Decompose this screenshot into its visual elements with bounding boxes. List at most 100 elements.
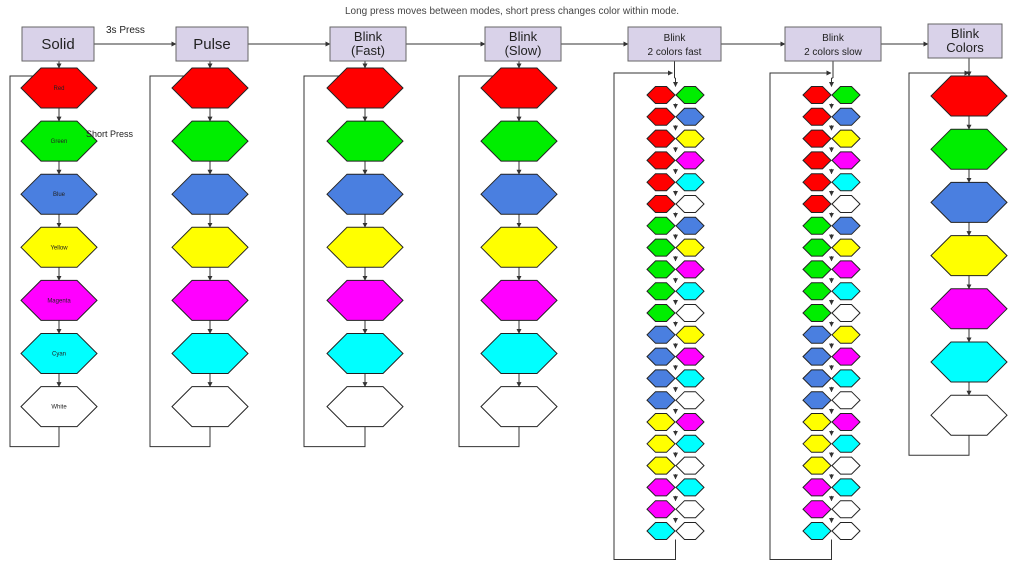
pair-hex-blink-2-fast-cyan — [675, 478, 705, 497]
loop-back-line-blink-2-fast — [613, 70, 676, 560]
color-hex-solid-blue — [20, 173, 98, 215]
pair-hex-blink-2-fast-cyan — [646, 522, 676, 540]
pair-hex-blink-2-slow-green — [802, 216, 832, 235]
color-label-red: Red — [53, 86, 64, 92]
color-hex-blink-fast-magenta — [326, 279, 404, 321]
color-hex-blink-fast-green — [326, 120, 404, 162]
mode-label-blink-colors-2: Colors — [946, 40, 984, 55]
pair-hex-blink-2-slow-red — [802, 129, 832, 148]
pair-hex-blink-2-fast-yellow — [646, 456, 676, 475]
short-press-label: Short Press — [86, 129, 134, 139]
pair-hex-blink-2-slow-green — [831, 86, 861, 104]
pair-hex-blink-2-fast-red — [646, 129, 676, 148]
pair-hex-blink-2-fast-blue — [646, 325, 676, 344]
pair-hex-blink-2-fast-white — [675, 522, 705, 540]
mode-box-blink-2-fast — [627, 26, 722, 62]
color-hex-blink-slow-white — [480, 386, 558, 428]
pair-hex-blink-2-slow-white — [831, 522, 861, 540]
pair-hex-blink-2-slow-white — [831, 195, 861, 213]
mode-box-blink-fast — [329, 26, 407, 62]
pair-hex-blink-2-slow-cyan — [802, 522, 832, 540]
pair-hex-blink-2-fast-red — [646, 86, 676, 104]
mode-label-blink-slow-1: Blink — [509, 29, 538, 44]
pair-hex-blink-2-fast-green — [646, 238, 676, 257]
mode-label-blink-slow-2: (Slow) — [505, 43, 542, 58]
pair-hex-blink-2-fast-cyan — [675, 282, 705, 301]
diagram-title: Long press moves between modes, short pr… — [345, 6, 679, 17]
pair-hex-blink-2-slow-yellow — [802, 456, 832, 475]
pair-hex-blink-2-fast-green — [646, 216, 676, 235]
color-hex-solid-red — [20, 67, 98, 109]
color-hex-pulse-cyan — [171, 333, 249, 374]
loop-back-line-pulse — [149, 73, 211, 448]
mode-label-blink-2-fast-1: Blink — [664, 33, 687, 44]
color-hex-blink-slow-magenta — [480, 279, 558, 321]
pair-hex-blink-2-fast-green — [675, 86, 705, 104]
pair-hex-blink-2-slow-green — [802, 282, 832, 301]
pair-hex-blink-2-slow-blue — [802, 347, 832, 366]
pair-hex-blink-2-fast-blue — [675, 216, 705, 235]
pair-hex-blink-2-slow-cyan — [831, 173, 861, 192]
loop-back-line-blink-fast — [303, 73, 366, 448]
color-hex-blink-fast-blue — [326, 173, 404, 215]
pair-hex-blink-2-slow-red — [802, 195, 832, 213]
mode-label-pulse: Pulse — [193, 36, 231, 53]
color-label-magenta: Magenta — [47, 298, 71, 304]
color-hex-pulse-white — [171, 386, 249, 428]
pair-hex-blink-2-fast-yellow — [646, 434, 676, 453]
pair-hex-blink-2-fast-white — [675, 500, 705, 519]
pair-hex-blink-2-slow-blue — [802, 325, 832, 344]
pair-hex-blink-2-fast-blue — [646, 391, 676, 410]
mode-label-blink-fast-2: (Fast) — [351, 43, 385, 58]
color-label-blue: Blue — [53, 192, 66, 198]
color-hex-pulse-yellow — [171, 226, 249, 268]
pair-hex-blink-2-slow-yellow — [831, 238, 861, 257]
pair-hex-blink-2-slow-green — [802, 238, 832, 257]
pair-hex-blink-2-slow-white — [831, 456, 861, 475]
pair-hex-blink-2-slow-magenta — [802, 478, 832, 497]
color-hex-blink-slow-yellow — [480, 226, 558, 268]
color-label-white: White — [51, 405, 67, 411]
loop-back-line-blink-colors — [908, 70, 970, 456]
pair-hex-blink-2-fast-magenta — [675, 413, 705, 431]
color-hex-blink-fast-white — [326, 386, 404, 428]
pair-hex-blink-2-fast-red — [646, 195, 676, 213]
mode-label-blink-2-slow-2: 2 colors slow — [804, 47, 863, 58]
pair-hex-blink-2-fast-magenta — [646, 500, 676, 519]
color-hex-pulse-red — [171, 67, 249, 109]
pair-hex-blink-2-slow-blue — [831, 216, 861, 235]
pair-hex-blink-2-fast-magenta — [675, 347, 705, 366]
pair-hex-blink-2-slow-blue — [802, 391, 832, 410]
mode-box-pulse — [175, 26, 249, 62]
color-hex-blink-colors-red — [930, 75, 1008, 117]
pair-hex-blink-2-slow-magenta — [802, 500, 832, 519]
pair-hex-blink-2-slow-white — [831, 304, 861, 322]
pair-hex-blink-2-fast-cyan — [675, 434, 705, 453]
pair-hex-blink-2-fast-green — [646, 260, 676, 279]
pair-hex-blink-2-fast-yellow — [675, 325, 705, 344]
pair-hex-blink-2-fast-white — [675, 391, 705, 410]
pair-hex-blink-2-slow-cyan — [831, 369, 861, 388]
pair-hex-blink-2-slow-yellow — [831, 129, 861, 148]
pair-hex-blink-2-fast-yellow — [675, 238, 705, 257]
mode-label-blink-colors-1: Blink — [951, 26, 980, 41]
color-hex-blink-colors-magenta — [930, 288, 1008, 330]
pair-hex-blink-2-slow-white — [831, 500, 861, 519]
color-hex-blink-colors-white — [930, 394, 1008, 436]
color-hex-blink-fast-red — [326, 67, 404, 109]
color-hex-blink-slow-blue — [480, 173, 558, 215]
color-hex-blink-colors-blue — [930, 181, 1008, 223]
loop-back-line-blink-2-slow — [769, 70, 832, 560]
pair-hex-blink-2-slow-red — [802, 151, 832, 170]
long-press-label: 3s Press — [106, 25, 145, 36]
pair-hex-blink-2-fast-white — [675, 195, 705, 213]
pair-hex-blink-2-slow-magenta — [831, 260, 861, 279]
color-hex-pulse-blue — [171, 173, 249, 215]
pair-hex-blink-2-fast-red — [646, 107, 676, 126]
color-label-green: Green — [51, 139, 68, 145]
color-hex-pulse-green — [171, 120, 249, 162]
color-hex-solid-magenta — [20, 279, 98, 321]
pair-hex-blink-2-slow-magenta — [831, 151, 861, 170]
